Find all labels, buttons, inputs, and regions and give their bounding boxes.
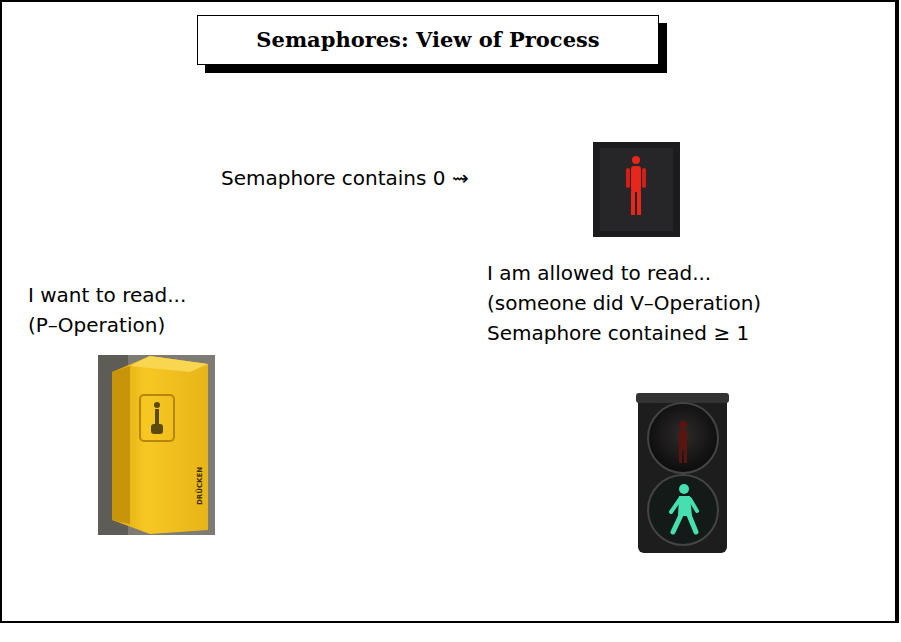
button-inscription: DRÜCKEN (196, 467, 204, 505)
semaphore-state-text: Semaphore contained ≥ 1 (487, 321, 749, 345)
slide-frame-edge (895, 0, 899, 623)
semaphore-state-text: Semaphore contains 0 ⇝ (221, 166, 469, 190)
operation-text: (someone did V–Operation) (487, 291, 761, 315)
title-box: Semaphores: View of Process (197, 15, 659, 65)
permission-text: I am allowed to read... (487, 261, 711, 285)
slide-frame (1, 1, 897, 622)
pedestrian-traffic-light (636, 393, 729, 553)
operation-text: (P–Operation) (28, 313, 165, 337)
slide-title: Semaphores: View of Process (198, 27, 658, 53)
request-text: I want to read... (28, 283, 186, 307)
red-pedestrian-light (593, 142, 680, 237)
push-button-box (98, 355, 215, 535)
